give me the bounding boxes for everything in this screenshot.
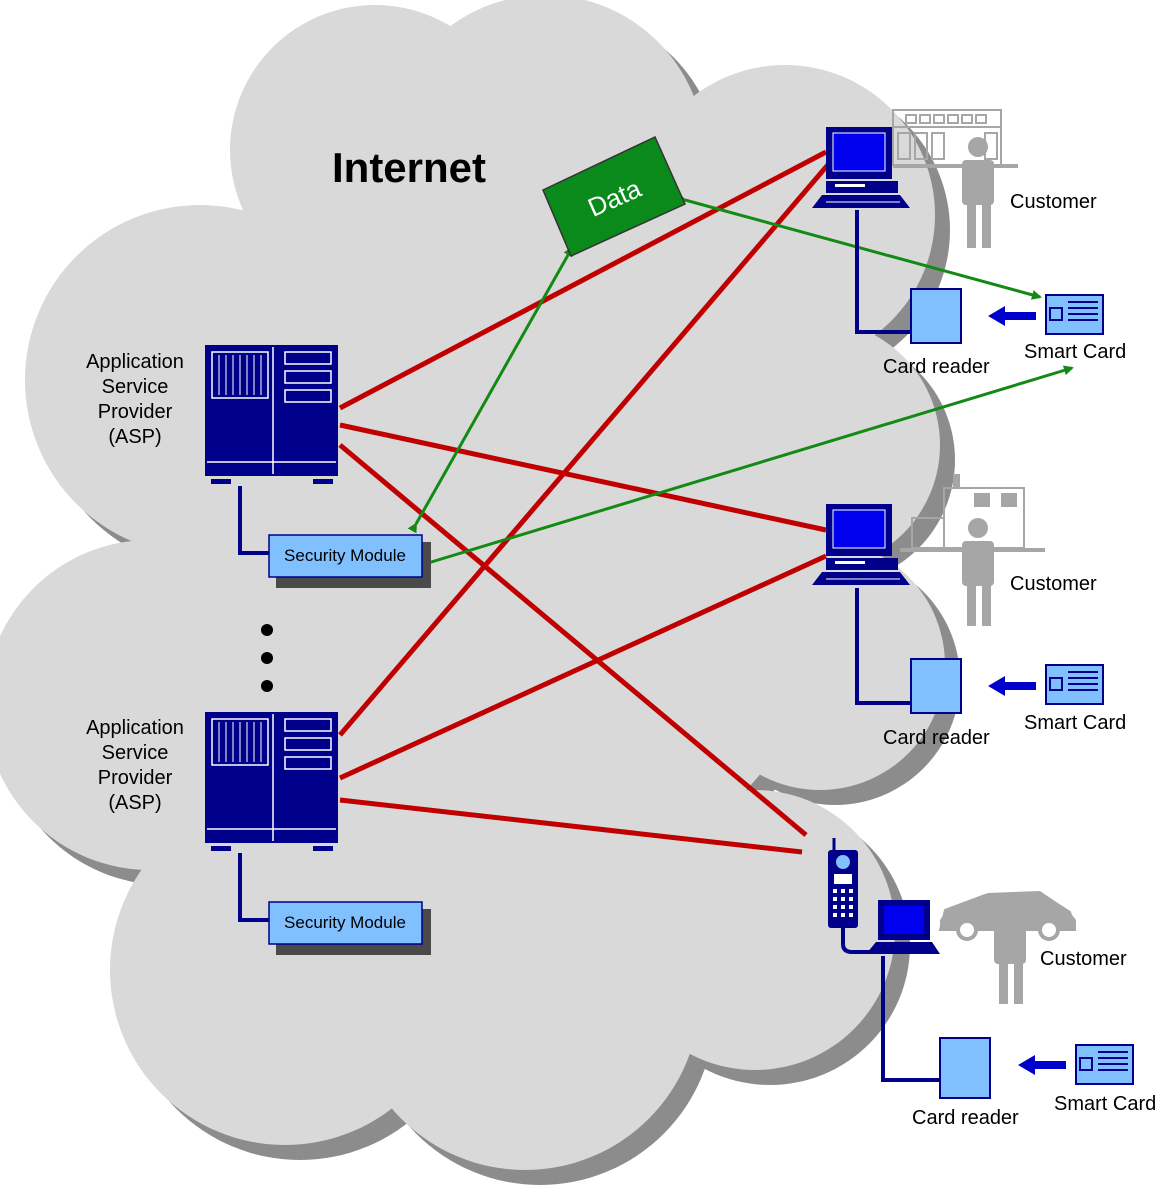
customer-label: Customer [1010, 573, 1097, 595]
customer-label: Customer [1040, 948, 1127, 970]
customer-person-icon [994, 896, 1026, 1004]
insert-arrow-icon [988, 676, 1036, 696]
asp-bottom-label: Application Service Provider (ASP) [86, 717, 184, 814]
asp-top-label: Application Service Provider (ASP) [86, 351, 184, 448]
asp-bottom-link [238, 853, 270, 922]
customer-person-icon [962, 137, 994, 248]
smart-card-icon [1045, 664, 1104, 705]
ellipsis-dots [261, 624, 273, 692]
laptop-icon [866, 900, 940, 954]
svg-text:(ASP): (ASP) [108, 426, 161, 448]
svg-text:Service: Service [102, 742, 169, 764]
security-module-top: Security Module [268, 534, 431, 588]
internet-title: Internet [332, 144, 486, 191]
card-reader-icon [939, 1037, 991, 1099]
customer-label: Customer [1010, 191, 1097, 213]
security-module-bottom: Security Module [268, 901, 431, 955]
insert-arrow-icon [988, 306, 1036, 326]
svg-text:Application: Application [86, 351, 184, 373]
svg-text:Provider: Provider [98, 401, 173, 423]
card-reader-label: Card reader [883, 727, 990, 749]
customer-person-icon [962, 518, 994, 626]
svg-text:Application: Application [86, 717, 184, 739]
building-icon [892, 109, 1018, 168]
svg-text:Security Module: Security Module [284, 913, 406, 932]
card-reader-label: Card reader [912, 1107, 1019, 1129]
phone-cable [841, 928, 870, 954]
svg-text:(ASP): (ASP) [108, 792, 161, 814]
smart-card-label: Smart Card [1024, 341, 1126, 363]
card-reader-label: Card reader [883, 356, 990, 378]
svg-text:Service: Service [102, 376, 169, 398]
mobile-phone-icon [828, 838, 858, 928]
desktop-computer-icon [812, 504, 910, 585]
data-flow-arrows [407, 193, 1074, 571]
insert-arrow-icon [1018, 1055, 1066, 1075]
reader-cable [855, 210, 910, 334]
asp-server-bottom [205, 712, 338, 851]
svg-text:Security Module: Security Module [284, 546, 406, 565]
data-box: Data [542, 135, 686, 258]
card-reader-icon [910, 288, 962, 344]
asp-top-link [238, 486, 270, 555]
smart-card-icon [1045, 294, 1104, 335]
asp-server-top [205, 345, 338, 484]
smart-card-icon [1075, 1044, 1134, 1085]
smart-card-label: Smart Card [1054, 1093, 1156, 1115]
smart-card-label: Smart Card [1024, 712, 1126, 734]
card-reader-icon [910, 658, 962, 714]
svg-text:Provider: Provider [98, 767, 173, 789]
reader-cable [881, 956, 940, 1082]
reader-cable [855, 588, 910, 705]
desktop-computer-icon [812, 127, 910, 208]
